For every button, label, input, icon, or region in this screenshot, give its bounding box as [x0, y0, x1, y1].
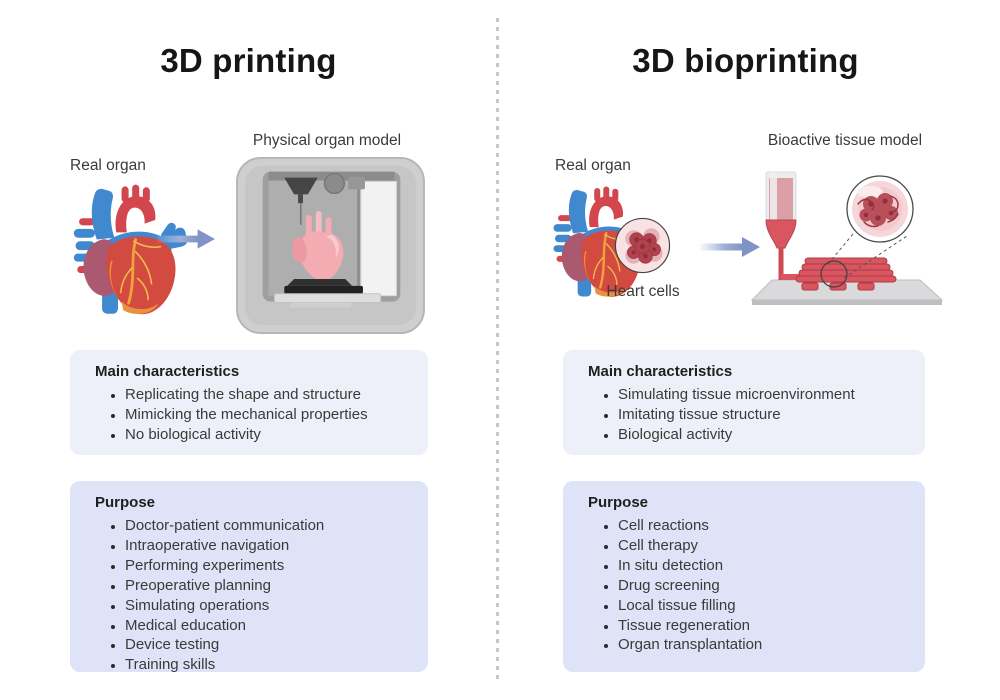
list-item: Organ transplantation [618, 635, 911, 655]
right-characteristics-box: Main characteristics Simulating tissue m… [563, 350, 925, 455]
list-item: Performing experiments [125, 556, 414, 576]
left-result-label: Physical organ model [252, 132, 402, 149]
heart-cells-icon [614, 217, 671, 274]
list-item: Preoperative planning [125, 576, 414, 596]
list-item: Biological activity [618, 425, 911, 445]
list-item: Training skills [125, 655, 414, 675]
right-purpose-heading: Purpose [588, 494, 649, 511]
left-real-organ-label: Real organ [70, 157, 146, 174]
left-purpose-list: Doctor-patient communicationIntraoperati… [95, 516, 414, 675]
right-column-title: 3D bioprinting [632, 42, 859, 79]
list-item: Replicating the shape and structure [125, 385, 414, 405]
list-item: Device testing [125, 635, 414, 655]
list-item: Cell therapy [618, 536, 911, 556]
list-item: Tissue regeneration [618, 616, 911, 636]
list-item: In situ detection [618, 556, 911, 576]
bioprinter-icon [751, 171, 943, 306]
list-item: Imitating tissue structure [618, 405, 911, 425]
list-item: Intraoperative navigation [125, 536, 414, 556]
left-characteristics-heading: Main characteristics [95, 363, 240, 380]
left-purpose-box: Purpose Doctor-patient communicationIntr… [70, 481, 428, 675]
right-purpose-list: Cell reactionsCell therapyIn situ detect… [588, 516, 911, 655]
printer-3d-icon [236, 156, 425, 335]
right-purpose-box: Purpose Cell reactionsCell therapyIn sit… [563, 481, 925, 672]
heart-cells-label: Heart cells [606, 283, 680, 300]
right-result-label: Bioactive tissue model [767, 132, 923, 149]
list-item: Doctor-patient communication [125, 516, 414, 536]
list-item: Cell reactions [618, 516, 911, 536]
list-item: Mimicking the mechanical properties [125, 405, 414, 425]
list-item: Drug screening [618, 576, 911, 596]
list-item: Simulating tissue microenvironment [618, 385, 911, 405]
right-characteristics-list: Simulating tissue microenvironmentImitat… [588, 385, 911, 445]
list-item: Local tissue filling [618, 596, 911, 616]
left-column-title: 3D printing [160, 42, 337, 79]
arrow-right-icon [157, 229, 215, 249]
left-characteristics-list: Replicating the shape and structureMimic… [95, 385, 414, 445]
dashed-divider [496, 18, 499, 682]
real-heart-icon [72, 183, 187, 316]
list-item: Simulating operations [125, 596, 414, 616]
left-purpose-heading: Purpose [95, 494, 156, 511]
left-characteristics-box: Main characteristics Replicating the sha… [70, 350, 428, 455]
right-characteristics-heading: Main characteristics [588, 363, 733, 380]
list-item: Medical education [125, 616, 414, 636]
list-item: No biological activity [125, 425, 414, 445]
right-real-organ-label: Real organ [555, 157, 631, 174]
